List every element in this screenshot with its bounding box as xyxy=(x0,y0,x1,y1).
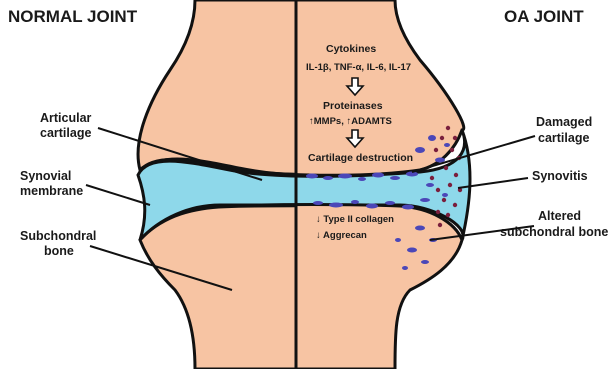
pathway-aggrecan: ↓ Aggrecan xyxy=(316,230,367,241)
upper-bone xyxy=(138,0,464,175)
label-altered: Altered xyxy=(538,209,581,223)
label-cartilage-left: cartilage xyxy=(40,126,91,140)
label-articular: Articular xyxy=(40,111,92,125)
label-subchondral: Subchondral xyxy=(20,229,96,243)
pathway-proteinase-list: ↑MMPs, ↑ADAMTS xyxy=(309,116,392,127)
heading-normal-joint: NORMAL JOINT xyxy=(8,7,138,26)
heading-oa-joint: OA JOINT xyxy=(504,7,584,26)
label-synovitis: Synovitis xyxy=(532,169,588,183)
pathway-destruction: Cartilage destruction xyxy=(308,152,413,164)
label-cartilage-right: cartilage xyxy=(538,131,589,145)
pathway-proteinases: Proteinases xyxy=(323,100,383,112)
label-synovial: Synovial xyxy=(20,169,71,183)
pathway-cytokine-list: IL-1β, TNF-α, IL-6, IL-17 xyxy=(306,62,411,73)
pathway-cytokines: Cytokines xyxy=(326,43,376,55)
lower-bone xyxy=(140,205,462,370)
pathway-collagen: ↓ Type II collagen xyxy=(316,214,394,225)
label-subchondral-bone: subchondral bone xyxy=(500,225,608,239)
label-membrane: membrane xyxy=(20,184,83,198)
label-bone: bone xyxy=(44,244,74,258)
label-damaged: Damaged xyxy=(536,115,592,129)
